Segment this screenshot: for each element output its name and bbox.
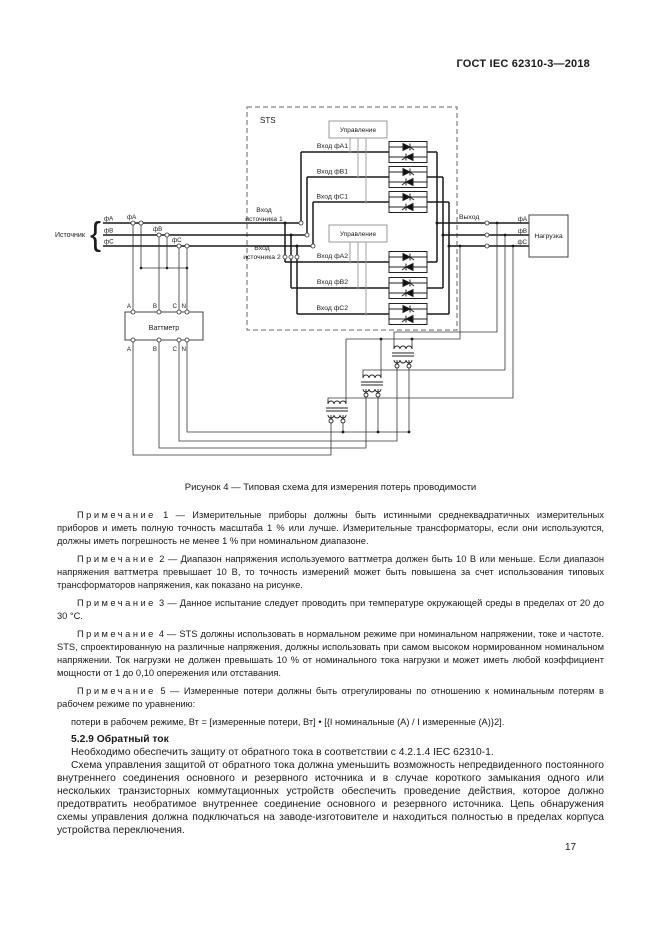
ct-junctions [139,266,189,270]
row-label-a2: Вход фА2 [317,253,348,260]
note-1: Примечание 1 — Измерительные приборы дол… [57,510,604,546]
ct-wires [132,225,188,312]
note-2: Примечание 2 — Диапазон напряжения испол… [57,554,605,590]
transformer-1 [392,345,414,369]
section-paragraph-1: Необходимо обеспечить защиту от обратног… [71,747,494,758]
load-phase-labels: фА фВ фС [517,216,527,246]
control-box-1-label: Управление [340,127,377,134]
row-label-b2: Вход фВ2 [317,279,348,286]
note-5: Примечание 5 — Измеренные потери должны … [57,686,604,709]
svg-text:B: B [153,346,157,353]
wattmeter-terminal-labels-top: A B C N [127,303,186,310]
input-labels: Вход источника 1 Вход источника 2 [243,207,283,261]
control-box-2 [328,224,388,243]
svg-text:фС: фС [517,239,527,246]
svg-text:A: A [127,303,132,310]
wattmeter-terminal-labels-bottom: A B C N [127,346,186,353]
row-label-b1: Вход фВ1 [317,169,348,176]
input1-label-line1: Вход [256,207,271,214]
input2-label-line2: источника 2 [243,254,281,261]
control-box-1 [328,120,388,139]
source-label: Источник [55,232,86,239]
notes-block: Примечание 1 — Измерительные приборы дол… [57,509,604,837]
source-brace: { [90,215,101,252]
ct-phase-labels: фА фВ фС [127,214,182,244]
control-leads [349,138,367,314]
svg-text:фА: фА [127,214,137,221]
svg-text:фС: фС [104,239,114,246]
transformer-2 [361,374,383,398]
load-label: Нагрузка [534,233,563,240]
voltage-transformers [326,345,414,424]
thyristor-modules [388,141,428,325]
ct-terminals [130,220,190,249]
section-heading: 5.2.9 Обратный ток [71,734,169,745]
input1-label-line2: источника 1 [245,216,283,223]
svg-text:C: C [173,303,178,310]
circuit-diagram: STS Управление Управление [55,106,569,456]
row-label-c2: Вход фС2 [316,305,348,312]
loss-equation: потери в рабочем режиме, Вт = [измеренны… [71,717,505,727]
svg-text:фВ: фВ [104,228,113,235]
svg-text:фВ: фВ [153,226,162,233]
output-label: Выход [459,214,479,221]
vt-junctions [341,221,515,434]
svg-text:C: C [173,346,178,353]
phase-row-labels: Вход фА1 Вход фВ1 Вход фС1 Вход фА2 Вход… [316,143,348,312]
sts-terminals [282,220,490,260]
sts-label: STS [260,116,276,125]
power-junctions [283,221,451,248]
gate-dots [348,150,368,316]
row-label-c1: Вход фС1 [316,194,348,201]
figure-caption: Рисунок 4 — Типовая схема для измерения … [184,482,477,493]
wattmeter-label: Ваттметр [149,325,179,332]
note-3: Примечание 3 — Данное испытание следует … [57,598,604,621]
section-paragraph-2: Схема управления защитой от обратного то… [57,760,604,836]
control-box-2-label: Управление [340,231,377,238]
svg-text:фВ: фВ [518,228,527,235]
load-box [528,214,569,258]
svg-text:фА: фА [104,216,114,223]
vt-wires [132,223,514,456]
svg-text:B: B [153,303,157,310]
svg-text:N: N [182,346,186,353]
note-4: Примечание 4 — STS должны использовать в… [57,629,604,678]
row-label-a1: Вход фА1 [317,143,348,150]
svg-text:A: A [127,346,132,353]
svg-text:N: N [182,303,186,310]
page-number: 17 [565,842,577,853]
transformer-3 [326,400,348,424]
svg-text:фА: фА [518,216,528,223]
source-phase-labels: фА фВ фС [104,216,114,246]
sts-box [246,106,458,331]
standard-number: ГОСТ IEC 62310-3—2018 [456,58,590,70]
wattmeter-box [124,311,204,341]
svg-text:фС: фС [172,237,182,244]
input2-label-line1: Вход [254,245,269,252]
